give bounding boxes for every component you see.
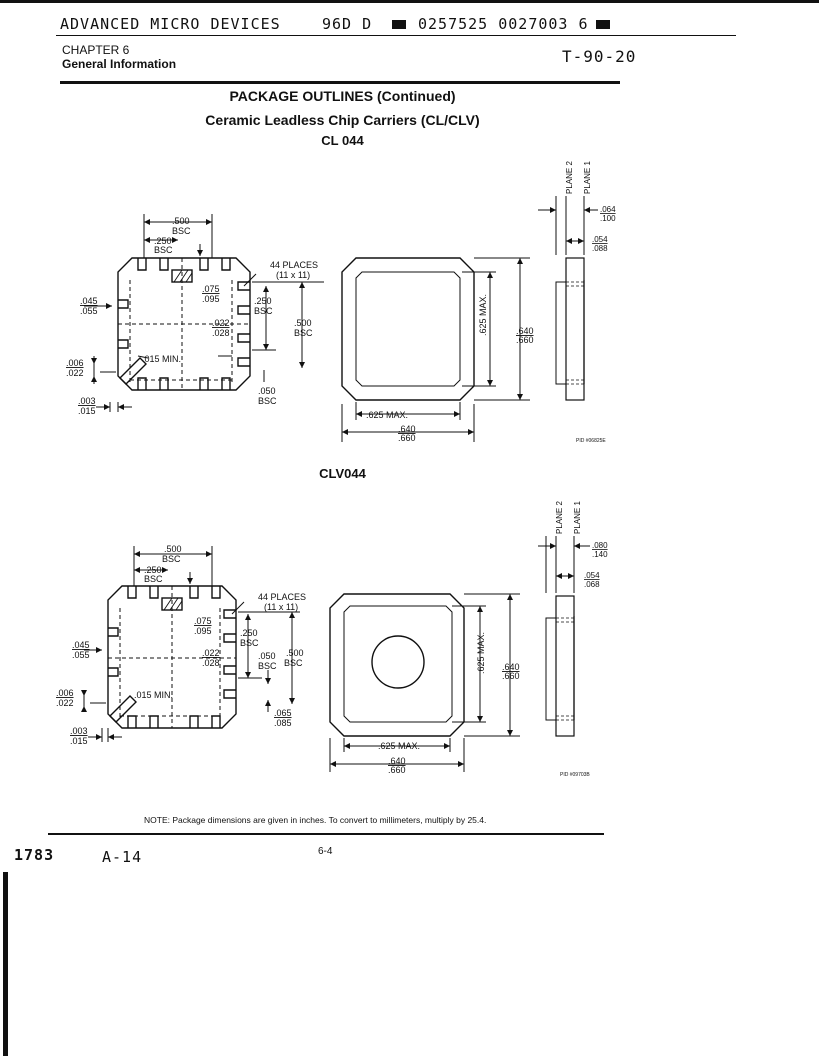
company-name: ADVANCED MICRO DEVICES <box>60 15 281 33</box>
dim-015: .015 <box>70 736 88 746</box>
section-label: General Information <box>62 57 177 71</box>
plane2-label: PLANE 2 <box>565 161 574 194</box>
dim-max625-h: .625 MAX. <box>378 741 420 751</box>
dim-055: .055 <box>80 306 98 316</box>
dim-045: .045 <box>72 640 90 650</box>
dim-bsc4: BSC <box>294 328 313 338</box>
dim-006: .006 <box>66 358 84 368</box>
dim-250: .250 <box>240 628 258 638</box>
figure-title-cl044: CL 044 <box>321 133 364 148</box>
dim-bsc250: .250 <box>154 236 172 246</box>
footer-number: 1783 <box>14 846 55 864</box>
page-subtitle: Ceramic Leadless Chip Carriers (CL/CLV) <box>205 112 480 128</box>
dim-min015: .015 MIN. <box>142 354 181 364</box>
dim-bsc2: BSC <box>154 245 173 255</box>
footer-rule <box>48 833 604 835</box>
pid-clv044: PID #09703B <box>560 772 590 778</box>
dim-640-v: .640 <box>516 326 534 336</box>
dim-045: .045 <box>80 296 98 306</box>
dim-500: .500 <box>286 648 304 658</box>
dim-bsc3: BSC <box>240 638 259 648</box>
section-rule <box>60 81 620 84</box>
header-rule <box>56 35 736 36</box>
dim-grid: (11 x 11) <box>264 602 298 612</box>
dim-095: .095 <box>194 626 212 636</box>
dim-054: .054 <box>584 571 600 580</box>
page-title: PACKAGE OUTLINES (Continued) <box>229 88 456 104</box>
ref-code: T-90-20 <box>562 47 637 66</box>
dim-022b: .022 <box>66 368 84 378</box>
dim-660-v: .660 <box>516 335 534 345</box>
dim-bsc5: BSC <box>284 658 303 668</box>
dim-640-h: .640 <box>398 424 416 434</box>
dim-660-h: .660 <box>398 433 416 443</box>
dim-250: .250 <box>254 296 272 306</box>
dim-075: .075 <box>194 616 212 626</box>
dim-050: .050 <box>258 386 276 396</box>
pid-cl044: PID #06825E <box>576 438 606 444</box>
dim-022b: .022 <box>56 698 74 708</box>
dimension-note: NOTE: Package dimensions are given in in… <box>144 815 487 825</box>
dim-054: .054 <box>592 235 608 244</box>
dim-places: 44 PLACES <box>258 592 306 602</box>
figure-title-clv044: CLV044 <box>319 466 366 481</box>
chapter-label: CHAPTER 6 <box>62 43 130 57</box>
dim-bsc2: BSC <box>144 574 163 584</box>
dim-015: .015 <box>78 406 96 416</box>
scan-edge-mark <box>3 872 8 1056</box>
dim-bsc: BSC <box>162 554 181 564</box>
dim-085: .085 <box>274 718 292 728</box>
dim-064: .064 <box>600 205 616 214</box>
dim-003: .003 <box>70 726 88 736</box>
dim-068: .068 <box>584 580 600 589</box>
dim-min015: .015 MIN. <box>134 690 173 700</box>
plane2-label: PLANE 2 <box>555 501 564 534</box>
dim-max625-h: .625 MAX. <box>366 410 408 420</box>
dim-640-v: .640 <box>502 662 520 672</box>
dim-bsc250: .250 <box>144 565 162 575</box>
dim-095: .095 <box>202 294 220 304</box>
dim-640-h: .640 <box>388 756 406 766</box>
dim-bsc500: .500 <box>172 216 190 226</box>
cl044-top-outline <box>117 257 251 391</box>
dim-028: .028 <box>202 658 220 668</box>
dim-660-v: .660 <box>502 671 520 681</box>
dim-bsc4: BSC <box>258 661 277 671</box>
plane1-label: PLANE 1 <box>583 161 592 194</box>
dim-bsc500: .500 <box>164 544 182 554</box>
dim-055: .055 <box>72 650 90 660</box>
dim-places: 44 PLACES <box>270 260 318 270</box>
dim-022: .022 <box>202 648 220 658</box>
dim-500: .500 <box>294 318 312 328</box>
clv044-drawing: .500 BSC .250 BSC 44 PLACES (11 x 11) .0… <box>56 501 608 778</box>
dim-022: .022 <box>212 318 230 328</box>
dim-140: .140 <box>592 550 608 559</box>
dim-006: .006 <box>56 688 74 698</box>
dim-grid: (11 x 11) <box>276 270 310 280</box>
black-mark <box>596 20 610 29</box>
code-b: 0257525 0027003 6 <box>418 15 589 33</box>
dim-max625-v: .625 MAX. <box>476 632 486 674</box>
dim-max625-v: .625 MAX. <box>478 294 488 336</box>
dim-080: .080 <box>592 541 608 550</box>
top-border <box>0 0 819 3</box>
dim-075: .075 <box>202 284 220 294</box>
dim-bsc: BSC <box>172 226 191 236</box>
footer-code: A-14 <box>102 848 143 866</box>
dim-003: .003 <box>78 396 96 406</box>
black-mark <box>392 20 406 29</box>
dim-065: .065 <box>274 708 292 718</box>
dim-bsc3: BSC <box>254 306 273 316</box>
dim-028: .028 <box>212 328 230 338</box>
plane1-label: PLANE 1 <box>573 501 582 534</box>
dim-050: .050 <box>258 651 276 661</box>
dim-100: .100 <box>600 214 616 223</box>
dim-088: .088 <box>592 244 608 253</box>
cl044-drawing: .500 BSC .250 BSC 44 PLACES (11 x 11) .0… <box>66 161 616 444</box>
page-number: 6-4 <box>318 846 333 857</box>
dim-bsc5: BSC <box>258 396 277 406</box>
dim-660-h: .660 <box>388 765 406 775</box>
code-a: 96D D <box>322 15 373 33</box>
